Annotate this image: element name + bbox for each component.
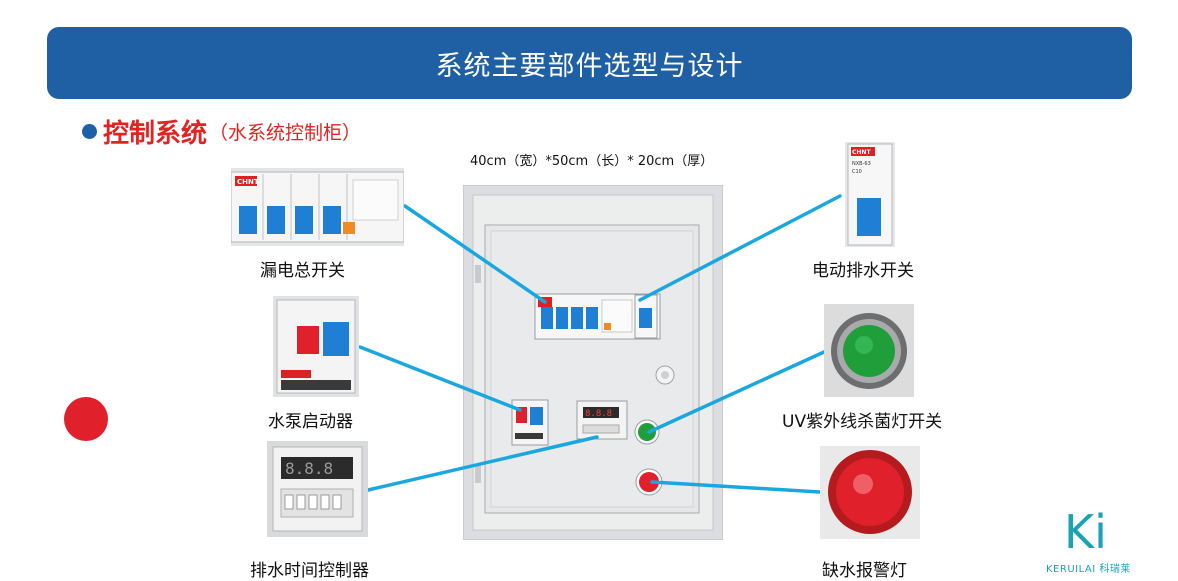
pump-starter-photo	[273, 296, 359, 397]
red-dot-decoration	[64, 397, 108, 441]
logo-text: KERUILAI 科瑞莱	[1046, 562, 1131, 575]
uv-switch-photo	[824, 304, 914, 397]
pump-starter-label: 水泵启动器	[268, 412, 353, 432]
company-logo: Ki KERUILAI 科瑞莱	[1040, 500, 1150, 578]
bullet-icon	[82, 124, 97, 139]
leader-line-low-water-lamp	[650, 480, 822, 494]
uv-switch-label: UV紫外线杀菌灯开关	[782, 412, 943, 432]
drain-switch-brand-text: CHNT	[852, 149, 871, 156]
leader-line-uv-switch	[647, 350, 826, 434]
drain-timer-label: 排水时间控制器	[250, 561, 369, 581]
section-title: 控制系统	[103, 119, 208, 149]
timer-display-text: 8.8.8	[285, 459, 333, 478]
electric-drain-switch-photo: CHNT NXB-63 C10	[845, 142, 895, 247]
section-subtitle: （水系统控制柜）	[209, 122, 362, 144]
drain-timer-photo: 8.8.8	[267, 441, 368, 537]
logo-mark: Ki	[1064, 505, 1107, 559]
breaker-brand-text: CHNT	[237, 178, 259, 186]
leakage-switch-photo: CHNT	[231, 168, 404, 246]
breaker-rating-text: C10	[852, 169, 862, 175]
leader-line-pump-starter	[358, 345, 522, 412]
leader-line-leakage-switch	[403, 204, 547, 304]
leakage-switch-label: 漏电总开关	[260, 261, 345, 281]
cabinet-dimensions: 40cm（宽）*50cm（长）* 20cm（厚）	[470, 154, 714, 169]
section-heading: 控制系统 （水系统控制柜）	[82, 113, 361, 150]
page-title: 系统主要部件选型与设计	[435, 50, 744, 82]
leader-line-electric-drain-switch	[638, 194, 842, 302]
electric-drain-switch-label: 电动排水开关	[812, 261, 914, 281]
leader-line-drain-timer	[366, 435, 599, 492]
title-bar: 系统主要部件选型与设计	[47, 27, 1132, 99]
svg-text:8.8.8: 8.8.8	[585, 409, 612, 419]
breaker-model-text: NXB-63	[852, 161, 871, 167]
low-water-lamp-label: 缺水报警灯	[822, 561, 907, 581]
low-water-lamp-photo	[820, 446, 920, 539]
control-cabinet: 8.8.8	[463, 185, 723, 540]
